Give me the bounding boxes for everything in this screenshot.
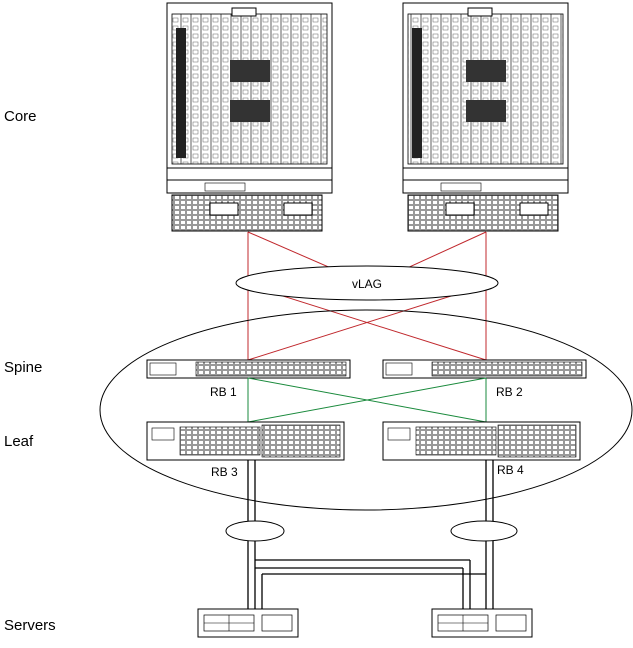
rb1-label: RB 1 <box>210 385 237 399</box>
core-chassis-1 <box>166 2 333 232</box>
rb2-label: RB 2 <box>496 385 523 399</box>
leaf-switch-rb3 <box>146 421 345 461</box>
spine-leaf-links <box>247 377 487 423</box>
vlag-label: vLAG <box>352 277 382 291</box>
leaf-switch-rb4 <box>382 421 581 461</box>
fabric-ellipse <box>99 309 633 511</box>
server-2 <box>431 608 533 638</box>
core-chassis-2 <box>402 2 569 232</box>
layer-label-servers: Servers <box>4 617 56 634</box>
vlag-group: vLAG <box>235 265 499 301</box>
rb4-label: RB 4 <box>497 463 524 477</box>
spine-switch-rb1 <box>146 359 351 379</box>
layer-label-core: Core <box>4 108 37 125</box>
server-1 <box>197 608 299 638</box>
core-spine-links <box>247 231 487 361</box>
lag-ellipse-right <box>450 520 518 542</box>
rb3-label: RB 3 <box>211 465 238 479</box>
layer-label-spine: Spine <box>4 359 43 376</box>
layer-label-leaf: Leaf <box>4 433 34 450</box>
spine-switch-rb2 <box>382 359 587 379</box>
lag-ellipse-left <box>225 520 285 542</box>
